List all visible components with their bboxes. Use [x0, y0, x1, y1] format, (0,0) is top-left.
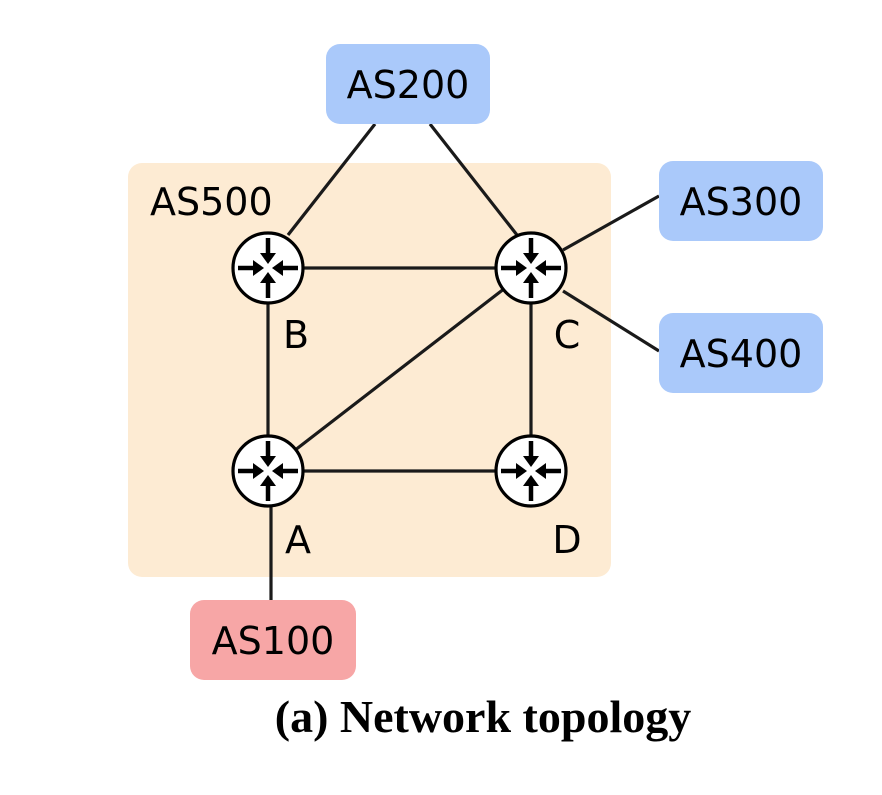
router-label-a: A	[285, 518, 311, 562]
as-box-as200: AS200	[326, 44, 490, 124]
link-as200-c	[428, 123, 519, 236]
as500-region-label: AS500	[150, 180, 273, 224]
as-box-as100: AS100	[190, 600, 356, 680]
router-a-icon	[231, 434, 305, 508]
link-c-a	[267, 266, 532, 473]
as500-region	[128, 163, 611, 577]
router-label-c: C	[554, 313, 581, 357]
as-box-label: AS100	[212, 619, 335, 663]
link-as300-c	[562, 194, 660, 252]
router-label-d: D	[552, 518, 581, 562]
router-label-b: B	[283, 313, 309, 357]
figure-caption: (a) Network topology	[274, 691, 692, 742]
as-box-label: AS200	[347, 63, 470, 107]
routers-layer	[231, 231, 568, 508]
as-box-label: AS400	[680, 332, 803, 376]
link-as400-c	[562, 289, 660, 353]
link-as200-b	[286, 123, 377, 236]
router-c-icon	[494, 231, 568, 305]
router-d-icon	[494, 434, 568, 508]
router-b-icon	[231, 231, 305, 305]
as-box-as400: AS400	[659, 313, 823, 393]
as-box-label: AS300	[680, 180, 803, 224]
as-box-as300: AS300	[659, 161, 823, 241]
